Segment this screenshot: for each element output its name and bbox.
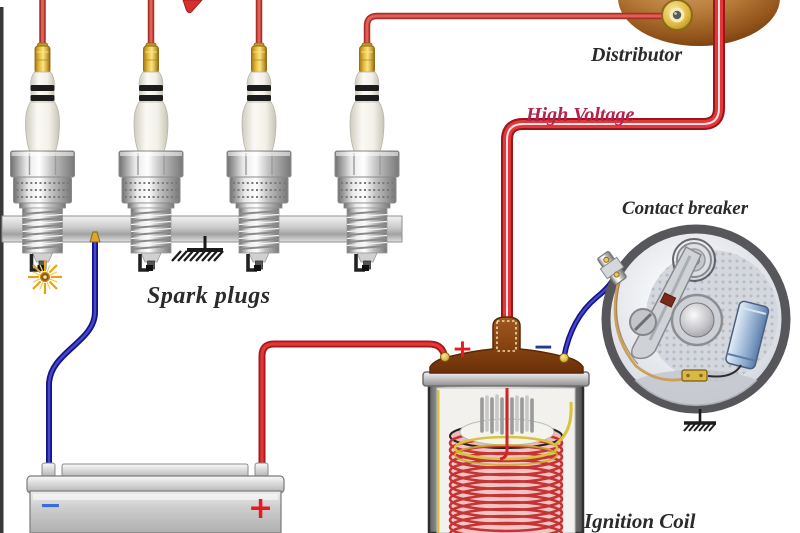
battery-negative-terminal	[41, 462, 56, 478]
battery	[26, 462, 285, 533]
breaker-terminal-block	[681, 369, 708, 382]
battery-negative-sign: −	[39, 490, 62, 521]
battery-positive-terminal	[254, 462, 269, 478]
coil-positive-sign: +	[452, 334, 473, 363]
distributor-terminal	[661, 0, 693, 31]
spark-plug-rail	[1, 215, 403, 243]
coil-core-laminations	[480, 394, 534, 435]
coil-internal-hv-lead	[499, 388, 509, 461]
battery-positive-wire	[258, 340, 448, 470]
breaker-contact-points	[659, 292, 677, 308]
contact-breaker	[597, 224, 791, 414]
spark-plugs-label: Spark plugs	[147, 283, 271, 309]
condenser-wire	[707, 364, 742, 378]
rail-wire-terminal	[89, 231, 101, 243]
plug-wire-4	[363, 12, 674, 48]
coil-negative-sign: −	[533, 332, 554, 361]
distributor-label: Distributor	[591, 44, 683, 66]
distributor	[618, 0, 780, 46]
coil-positive-terminal	[440, 352, 450, 362]
spark-flash	[28, 260, 62, 294]
condenser	[725, 300, 770, 370]
breaker-input-terminal	[597, 251, 627, 285]
high-voltage-wire	[501, 0, 725, 321]
image-left-border	[0, 7, 4, 533]
plug-wires	[39, 0, 263, 48]
battery-positive-sign: +	[248, 491, 274, 526]
wire-fragment	[182, 0, 203, 14]
contact-breaker-label: Contact breaker	[622, 198, 749, 219]
ignition-coil	[422, 316, 590, 533]
high-voltage-label: High Voltage	[526, 104, 635, 126]
ground-symbol-rail	[171, 236, 224, 262]
ignition-coil-label: Ignition Coil	[584, 509, 696, 533]
ground-symbol-breaker	[683, 409, 716, 432]
coil-negative-terminal	[559, 353, 569, 363]
battery-negative-wire	[46, 231, 101, 468]
breaker-lead-wire	[613, 279, 685, 382]
